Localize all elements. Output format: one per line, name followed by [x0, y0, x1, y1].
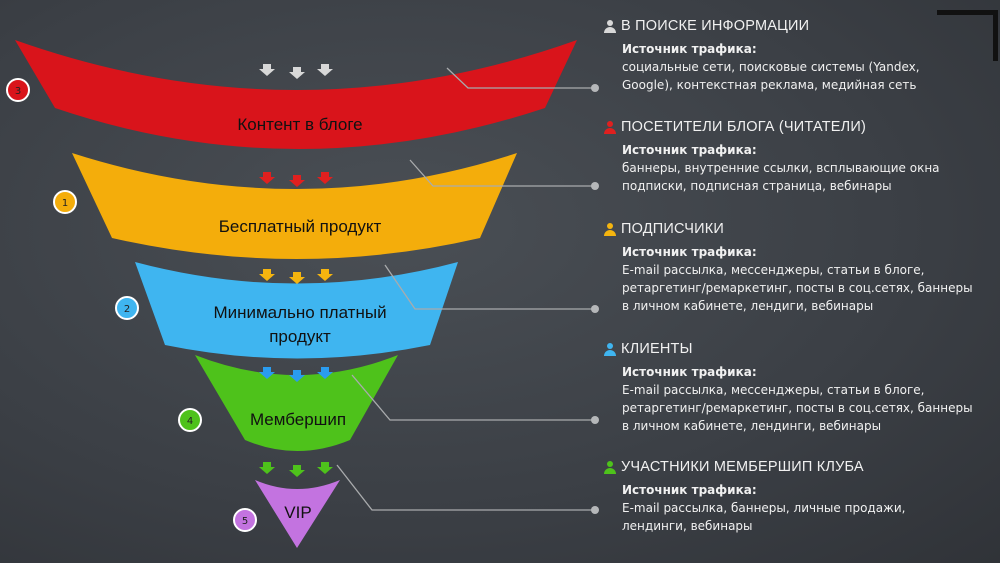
- person-icon: [604, 120, 616, 134]
- segment-title: В ПОИСКЕ ИНФОРМАЦИИ: [621, 18, 810, 34]
- down-arrow-icon: [317, 64, 333, 76]
- traffic-source-line: E-mail рассылка, мессенджеры, статьи в б…: [622, 263, 925, 277]
- segment-block: ПОДПИСЧИКИ Источник трафика: E-mail расс…: [604, 221, 994, 315]
- segment-block: ПОСЕТИТЕЛИ БЛОГА (ЧИТАТЕЛИ) Источник тра…: [604, 119, 994, 195]
- connector-line: [409, 159, 595, 187]
- traffic-sources: социальные сети, поисковые системы (Yand…: [622, 58, 994, 94]
- segment-heading: В ПОИСКЕ ИНФОРМАЦИИ: [604, 18, 994, 34]
- connector-dot: [591, 84, 599, 92]
- segment-block: КЛИЕНТЫ Источник трафика: E-mail рассылк…: [604, 341, 994, 435]
- stage-number-badge: [178, 408, 202, 432]
- traffic-source-line: баннеры, внутренние ссылки, всплывающие …: [622, 161, 940, 175]
- funnel-stage-2: [72, 153, 517, 259]
- connector-line: [336, 464, 595, 511]
- stage-number: 4: [187, 416, 193, 427]
- funnel-stage-5: [255, 480, 340, 548]
- connector-dot: [591, 305, 599, 313]
- funnel-stage-4: [195, 355, 398, 451]
- segment-title: КЛИЕНТЫ: [621, 341, 693, 357]
- stage-label: Контент в блоге: [237, 115, 362, 134]
- stage-number-badge: [53, 190, 77, 214]
- segment-block: УЧАСТНИКИ МЕМБЕРШИП КЛУБА Источник трафи…: [604, 459, 994, 535]
- traffic-source-line: Google), контекстная реклама, медийная с…: [622, 78, 917, 92]
- traffic-source-line: ретаргетинг/ремаркетинг, посты в соц.сет…: [622, 401, 973, 415]
- connector-line: [384, 264, 595, 310]
- traffic-source-label: Источник трафика:: [622, 365, 757, 379]
- stage-label: Минимально платный: [213, 303, 386, 322]
- traffic-source-label: Источник трафика:: [622, 483, 757, 497]
- connector-dot: [591, 416, 599, 424]
- traffic-source-line: E-mail рассылка, мессенджеры, статьи в б…: [622, 383, 925, 397]
- down-arrow-icon: [317, 367, 333, 379]
- traffic-sources: E-mail рассылка, баннеры, личные продажи…: [622, 499, 994, 535]
- traffic-source-line: лендинги, вебинары: [622, 519, 753, 533]
- segment-title: ПОСЕТИТЕЛИ БЛОГА (ЧИТАТЕЛИ): [621, 119, 867, 135]
- traffic-source-line: подписки, подписная страница, вебинары: [622, 179, 892, 193]
- down-arrow-icon: [259, 64, 275, 76]
- corner-bracket-decoration: [937, 10, 998, 61]
- down-arrow-icon: [259, 367, 275, 379]
- down-arrow-icon: [317, 269, 333, 281]
- connector-line: [446, 67, 595, 89]
- segment-heading: ПОДПИСЧИКИ: [604, 221, 994, 237]
- stage-number-badge: [6, 78, 30, 102]
- traffic-source-line: в личном кабинете, лендиги, вебинары: [622, 299, 874, 313]
- traffic-source-label: Источник трафика:: [622, 245, 757, 259]
- down-arrow-icon: [289, 67, 305, 79]
- segment-title: УЧАСТНИКИ МЕМБЕРШИП КЛУБА: [621, 459, 864, 475]
- stage-label: Бесплатный продукт: [219, 217, 382, 236]
- stage-label: VIP: [284, 503, 311, 522]
- down-arrow-icon: [289, 272, 305, 284]
- person-icon: [604, 342, 616, 356]
- traffic-source-label: Источник трафика:: [622, 143, 757, 157]
- traffic-sources: баннеры, внутренние ссылки, всплывающие …: [622, 159, 994, 195]
- down-arrow-icon: [317, 172, 333, 184]
- person-icon: [604, 19, 616, 33]
- segment-heading: КЛИЕНТЫ: [604, 341, 994, 357]
- stage-number: 1: [62, 198, 68, 209]
- traffic-source-line: в личном кабинете, лендинги, вебинары: [622, 419, 882, 433]
- funnel-stage-3: [135, 262, 458, 359]
- segment-title: ПОДПИСЧИКИ: [621, 221, 724, 237]
- traffic-sources: E-mail рассылка, мессенджеры, статьи в б…: [622, 381, 994, 435]
- funnel-stage-1: [15, 40, 577, 149]
- traffic-source-line: ретаргетинг/ремаркетинг, посты в соц.сет…: [622, 281, 973, 295]
- segment-block: В ПОИСКЕ ИНФОРМАЦИИ Источник трафика: со…: [604, 18, 994, 94]
- stage-number: 5: [242, 516, 248, 527]
- traffic-source-line: социальные сети, поисковые системы (Yand…: [622, 60, 920, 74]
- down-arrow-icon: [259, 269, 275, 281]
- down-arrow-icon: [289, 465, 305, 477]
- down-arrow-icon: [259, 172, 275, 184]
- traffic-source-line: E-mail рассылка, баннеры, личные продажи…: [622, 501, 906, 515]
- stage-number: 3: [15, 86, 21, 97]
- traffic-sources: E-mail рассылка, мессенджеры, статьи в б…: [622, 261, 994, 315]
- traffic-source-label: Источник трафика:: [622, 42, 757, 56]
- stage-number: 2: [124, 304, 130, 315]
- down-arrow-icon: [259, 462, 275, 474]
- segment-heading: ПОСЕТИТЕЛИ БЛОГА (ЧИТАТЕЛИ): [604, 119, 994, 135]
- stage-number-badge: [115, 296, 139, 320]
- stage-number-badge: [233, 508, 257, 532]
- connector-dot: [591, 506, 599, 514]
- person-icon: [604, 460, 616, 474]
- stage-label: Мембершип: [250, 410, 346, 429]
- down-arrow-icon: [289, 175, 305, 187]
- segment-heading: УЧАСТНИКИ МЕМБЕРШИП КЛУБА: [604, 459, 994, 475]
- down-arrow-icon: [317, 462, 333, 474]
- stage-label: продукт: [269, 327, 331, 346]
- down-arrow-icon: [289, 370, 305, 382]
- person-icon: [604, 222, 616, 236]
- connector-dot: [591, 182, 599, 190]
- connector-line: [351, 374, 595, 421]
